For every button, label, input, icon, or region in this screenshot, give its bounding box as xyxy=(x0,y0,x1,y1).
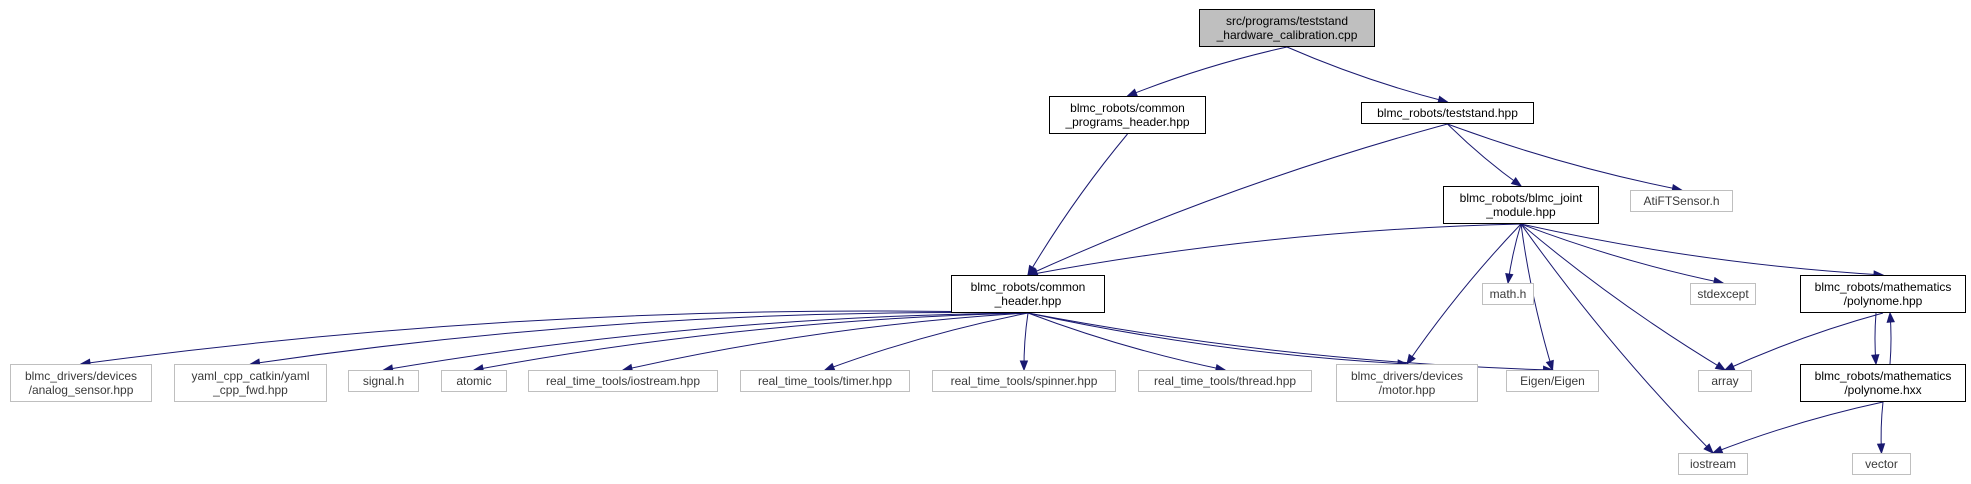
node-label: atomic xyxy=(456,374,492,388)
node-vector: vector xyxy=(1852,453,1911,475)
edge-tsh-to-bjm xyxy=(1447,123,1522,187)
node-label: real_time_tools/spinner.hpp xyxy=(950,374,1098,388)
node-yaml: yaml_cpp_catkin/yaml _cpp_fwd.hpp xyxy=(174,364,327,402)
edge-ch-to-motor xyxy=(1027,312,1408,365)
edge-bjm-to-motor xyxy=(1406,223,1522,365)
node-atomic: atomic xyxy=(441,370,507,392)
node-label: blmc_robots/mathematics /polynome.hpp xyxy=(1814,280,1952,308)
edge-bjm-to-iostream xyxy=(1520,223,1714,454)
edge-ch-to-rtthread xyxy=(1027,312,1226,371)
edge-ch-to-atomic xyxy=(473,312,1029,371)
node-array: array xyxy=(1698,370,1752,392)
node-eigen: Eigen/Eigen xyxy=(1506,370,1599,392)
node-label: vector xyxy=(1865,457,1898,471)
edge-ch-to-yaml xyxy=(250,312,1029,365)
arrowhead-ch-to-rtspin xyxy=(1019,360,1029,372)
node-motor: blmc_drivers/devices /motor.hpp xyxy=(1336,364,1478,402)
arrowhead-polyhxx-to-vector xyxy=(1876,443,1886,455)
arrowhead-polyhpp-to-array xyxy=(1723,362,1736,371)
node-label: Eigen/Eigen xyxy=(1520,374,1585,388)
node-polyhxx[interactable]: blmc_robots/mathematics /polynome.hxx xyxy=(1800,364,1966,402)
node-label: AtiFTSensor.h xyxy=(1643,194,1720,208)
edge-bjm-to-array xyxy=(1520,223,1726,371)
node-label: blmc_drivers/devices /analog_sensor.hpp xyxy=(24,369,138,397)
node-tsh[interactable]: blmc_robots/teststand.hpp xyxy=(1361,102,1534,124)
edge-ch-to-signal xyxy=(383,312,1029,371)
edge-bjm-to-ch xyxy=(1027,223,1522,276)
node-ch[interactable]: blmc_robots/common _header.hpp xyxy=(951,275,1105,313)
node-cph[interactable]: blmc_robots/common _programs_header.hpp xyxy=(1049,96,1206,134)
node-label: math.h xyxy=(1489,287,1527,301)
edge-root-to-cph xyxy=(1127,46,1288,97)
node-math: math.h xyxy=(1482,283,1534,305)
edge-bjm-to-polyhpp xyxy=(1520,223,1884,276)
node-label: blmc_robots/common _programs_header.hpp xyxy=(1065,101,1190,129)
node-rtio: real_time_tools/iostream.hpp xyxy=(528,370,718,392)
edge-polyhpp-to-array xyxy=(1724,312,1884,371)
node-ati: AtiFTSensor.h xyxy=(1630,190,1733,212)
node-label: blmc_robots/teststand.hpp xyxy=(1377,106,1518,120)
node-label: real_time_tools/timer.hpp xyxy=(757,374,893,388)
edge-ch-to-rtio xyxy=(622,312,1029,371)
arrowhead-bjm-to-iostream xyxy=(1703,443,1714,454)
edge-ch-to-rttimer xyxy=(824,312,1029,371)
node-analog: blmc_drivers/devices /analog_sensor.hpp xyxy=(10,364,152,402)
node-rtthread: real_time_tools/thread.hpp xyxy=(1138,370,1312,392)
node-label: signal.h xyxy=(362,374,405,388)
arrowhead-polyhxx-to-polyhpp xyxy=(1886,311,1895,323)
arrowhead-tsh-to-bjm xyxy=(1510,177,1523,187)
arrowhead-bjm-to-eigen xyxy=(1545,359,1554,372)
node-label: real_time_tools/thread.hpp xyxy=(1153,374,1297,388)
arrowhead-root-to-cph xyxy=(1126,88,1138,97)
edge-polyhxx-to-iostream xyxy=(1712,401,1884,454)
node-label: blmc_drivers/devices /motor.hpp xyxy=(1350,369,1464,397)
edge-ch-to-eigen xyxy=(1027,312,1553,371)
node-label: blmc_robots/blmc_joint _module.hpp xyxy=(1459,191,1583,219)
node-label: real_time_tools/iostream.hpp xyxy=(545,374,701,388)
arrowhead-bjm-to-math xyxy=(1505,273,1514,285)
arrowhead-bjm-to-motor xyxy=(1406,353,1416,366)
edge-cph-to-ch xyxy=(1027,133,1128,276)
node-label: yaml_cpp_catkin/yaml _cpp_fwd.hpp xyxy=(191,369,310,397)
node-polyhpp[interactable]: blmc_robots/mathematics /polynome.hpp xyxy=(1800,275,1966,313)
arrowhead-polyhpp-to-polyhxx xyxy=(1871,354,1880,366)
node-rtspin: real_time_tools/spinner.hpp xyxy=(932,370,1116,392)
node-rttimer: real_time_tools/timer.hpp xyxy=(740,370,910,392)
node-signal: signal.h xyxy=(348,370,419,392)
edge-root-to-tsh xyxy=(1286,46,1448,103)
edge-bjm-to-stdexc xyxy=(1520,223,1724,284)
edge-tsh-to-ati xyxy=(1447,123,1682,191)
node-label: src/programs/teststand _hardware_calibra… xyxy=(1216,14,1358,42)
arrowhead-bjm-to-array xyxy=(1714,361,1727,371)
node-label: iostream xyxy=(1689,457,1736,471)
node-stdexc: stdexcept xyxy=(1690,283,1756,305)
node-label: stdexcept xyxy=(1697,287,1749,301)
edge-ch-to-analog xyxy=(80,310,1029,365)
node-label: array xyxy=(1711,374,1739,388)
node-bjm[interactable]: blmc_robots/blmc_joint _module.hpp xyxy=(1443,186,1599,224)
edge-tsh-to-ch xyxy=(1027,123,1448,276)
node-iostream: iostream xyxy=(1678,453,1748,475)
node-root[interactable]: src/programs/teststand _hardware_calibra… xyxy=(1199,9,1375,47)
node-label: blmc_robots/mathematics /polynome.hxx xyxy=(1814,369,1952,397)
node-label: blmc_robots/common _header.hpp xyxy=(970,280,1086,308)
